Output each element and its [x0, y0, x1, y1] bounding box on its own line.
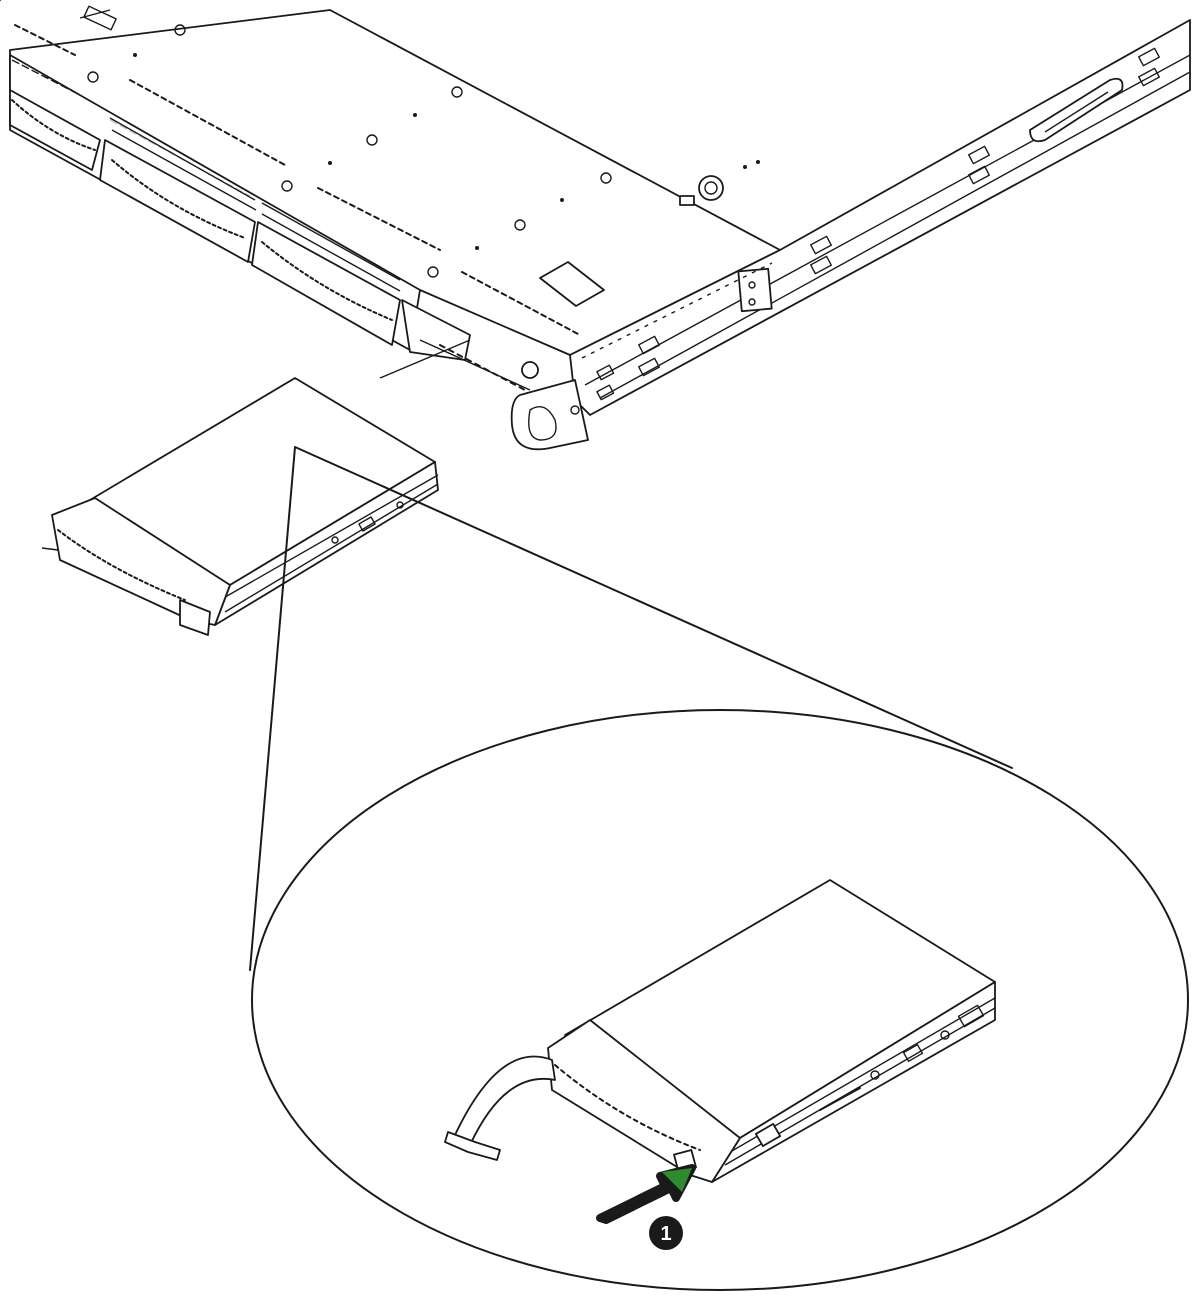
drive-tray [41, 339, 471, 636]
drive-tray-vent-grille [57, 529, 186, 601]
drive-bay-1 [9, 89, 101, 171]
step-marker-label: 1 [660, 1223, 671, 1245]
rail-slots [596, 47, 1160, 401]
drive-bay-2 [99, 117, 257, 263]
front-drive-bays [9, 54, 421, 351]
detail-tray-vent-grille [554, 1064, 701, 1151]
rail-release-lever [1029, 77, 1124, 143]
label-plate [539, 261, 605, 307]
drive-tray-detail [444, 879, 996, 1183]
drive-tray-front-bezel [51, 497, 231, 626]
step-marker-circle [649, 1216, 683, 1250]
top-cover-holes [87, 24, 760, 278]
push-arrow-tip-accent [662, 1168, 692, 1192]
step-marker: 1 [649, 1216, 683, 1250]
detail-release-lever [454, 1055, 556, 1146]
cover-thumbscrew [698, 175, 724, 201]
empty-drive-bay [401, 299, 471, 361]
detail-tray-front-bezel [547, 1019, 741, 1183]
release-button-arrow [596, 1164, 696, 1224]
drive-bay-3 [251, 202, 401, 346]
top-vent-rows [0, 0, 581, 336]
zoom-callout-lines [249, 446, 1013, 971]
server-chassis [0, 0, 1191, 451]
zoom-detail-circle [251, 709, 1189, 1291]
